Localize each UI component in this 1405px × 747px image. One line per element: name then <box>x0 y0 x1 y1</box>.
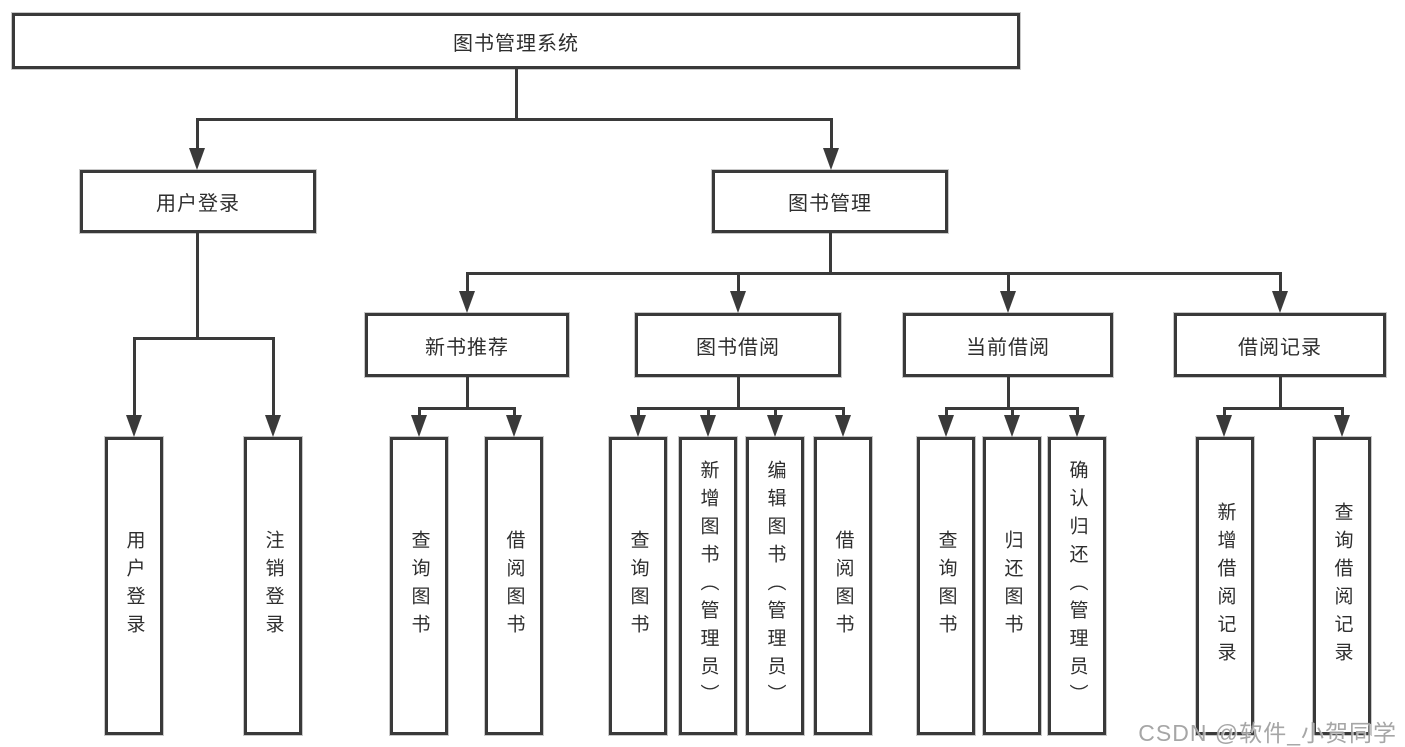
connector-bookmgmt-stem <box>829 233 832 272</box>
node-leaf-query-books-3: 查询图书 <box>917 437 975 735</box>
arrow-down-icon <box>1069 415 1085 437</box>
node-label: 注销登录 <box>262 530 284 642</box>
node-leaf-edit-books-admin: 编辑图书（管理员） <box>746 437 804 735</box>
arrow-down-icon <box>1334 415 1350 437</box>
node-user-login: 用户登录 <box>80 170 316 233</box>
node-leaf-add-books-admin: 新增图书（管理员） <box>679 437 737 735</box>
connector-userlogin-bar <box>133 337 274 340</box>
node-leaf-query-borrow-record: 查询借阅记录 <box>1313 437 1371 735</box>
arrow-down-icon <box>835 415 851 437</box>
node-new-book-recommendation: 新书推荐 <box>365 313 569 377</box>
connector-drop-leaf <box>637 407 640 416</box>
arrow-down-icon <box>1000 291 1016 313</box>
arrow-down-icon <box>506 415 522 437</box>
connector-drop-level3 <box>1007 272 1010 291</box>
connector-drop-user-login <box>196 118 199 150</box>
node-leaf-return-books: 归还图书 <box>983 437 1041 735</box>
node-label: 查询图书 <box>408 530 430 642</box>
connector-root-bar <box>196 118 833 121</box>
connector-drop-book-management <box>830 118 833 150</box>
connector-bookmgmt-bar <box>466 272 1281 275</box>
node-leaf-user-login: 用户登录 <box>105 437 163 735</box>
node-label: 用户登录 <box>156 193 240 215</box>
connector-borrow-stem <box>737 377 740 407</box>
node-label: 查询借阅记录 <box>1331 502 1353 670</box>
node-label: 编辑图书（管理员） <box>764 460 786 712</box>
connector-drop-level3 <box>466 272 469 291</box>
node-label: 借阅记录 <box>1238 336 1322 359</box>
arrow-down-icon <box>700 415 716 437</box>
connector-drop-leaf <box>418 407 421 416</box>
node-book-borrowing: 图书借阅 <box>635 313 841 377</box>
connector-drop-leaf <box>1076 407 1079 416</box>
arrow-down-icon <box>823 148 839 170</box>
connector-drop-level3 <box>737 272 740 291</box>
node-label: 图书管理系统 <box>453 32 579 55</box>
arrow-down-icon <box>1272 291 1288 313</box>
node-label: 用户登录 <box>123 530 145 642</box>
connector-drop-leaf <box>133 337 136 415</box>
node-book-management: 图书管理 <box>712 170 948 233</box>
arrow-down-icon <box>459 291 475 313</box>
node-label: 当前借阅 <box>966 336 1050 359</box>
node-leaf-query-books-2: 查询图书 <box>609 437 667 735</box>
arrow-down-icon <box>1216 415 1232 437</box>
arrow-down-icon <box>1004 415 1020 437</box>
connector-newbook-stem <box>466 377 469 407</box>
node-label: 归还图书 <box>1001 530 1023 642</box>
node-label: 新书推荐 <box>425 336 509 359</box>
connector-current-stem <box>1007 377 1010 407</box>
connector-drop-leaf <box>945 407 948 416</box>
connector-drop-leaf <box>272 337 275 415</box>
node-leaf-logout: 注销登录 <box>244 437 302 735</box>
connector-userlogin-stem <box>196 233 199 337</box>
node-label: 借阅图书 <box>832 530 854 642</box>
connector-borrow-bar <box>637 407 845 410</box>
node-label: 借阅图书 <box>503 530 525 642</box>
connector-newbook-bar <box>418 407 516 410</box>
arrow-down-icon <box>265 415 281 437</box>
connector-drop-leaf <box>842 407 845 416</box>
node-label: 查询图书 <box>935 530 957 642</box>
node-leaf-borrow-books-2: 借阅图书 <box>814 437 872 735</box>
arrow-down-icon <box>938 415 954 437</box>
node-leaf-confirm-return-admin: 确认归还（管理员） <box>1048 437 1106 735</box>
connector-drop-leaf <box>707 407 710 416</box>
node-label: 确认归还（管理员） <box>1066 460 1088 712</box>
connector-drop-leaf <box>513 407 516 416</box>
node-leaf-borrow-books-1: 借阅图书 <box>485 437 543 735</box>
arrow-down-icon <box>189 148 205 170</box>
arrow-down-icon <box>126 415 142 437</box>
connector-drop-leaf <box>1223 407 1226 416</box>
arrow-down-icon <box>630 415 646 437</box>
connector-records-bar <box>1223 407 1344 410</box>
node-leaf-query-books-1: 查询图书 <box>390 437 448 735</box>
node-label: 图书借阅 <box>696 336 780 359</box>
arrow-down-icon <box>730 291 746 313</box>
node-label: 图书管理 <box>788 193 872 215</box>
connector-root-stem <box>515 69 518 118</box>
node-label: 查询图书 <box>627 530 649 642</box>
connector-drop-leaf <box>1341 407 1344 416</box>
connector-records-stem <box>1279 377 1282 407</box>
node-borrowing-records: 借阅记录 <box>1174 313 1386 377</box>
arrow-down-icon <box>767 415 783 437</box>
arrow-down-icon <box>411 415 427 437</box>
node-label: 新增图书（管理员） <box>697 460 719 712</box>
node-current-borrowing: 当前借阅 <box>903 313 1113 377</box>
connector-drop-leaf <box>1011 407 1014 416</box>
node-label: 新增借阅记录 <box>1214 502 1236 670</box>
node-library-management-system: 图书管理系统 <box>12 13 1020 69</box>
node-leaf-add-borrow-record: 新增借阅记录 <box>1196 437 1254 735</box>
connector-drop-leaf <box>774 407 777 416</box>
connector-drop-level3 <box>1279 272 1282 291</box>
